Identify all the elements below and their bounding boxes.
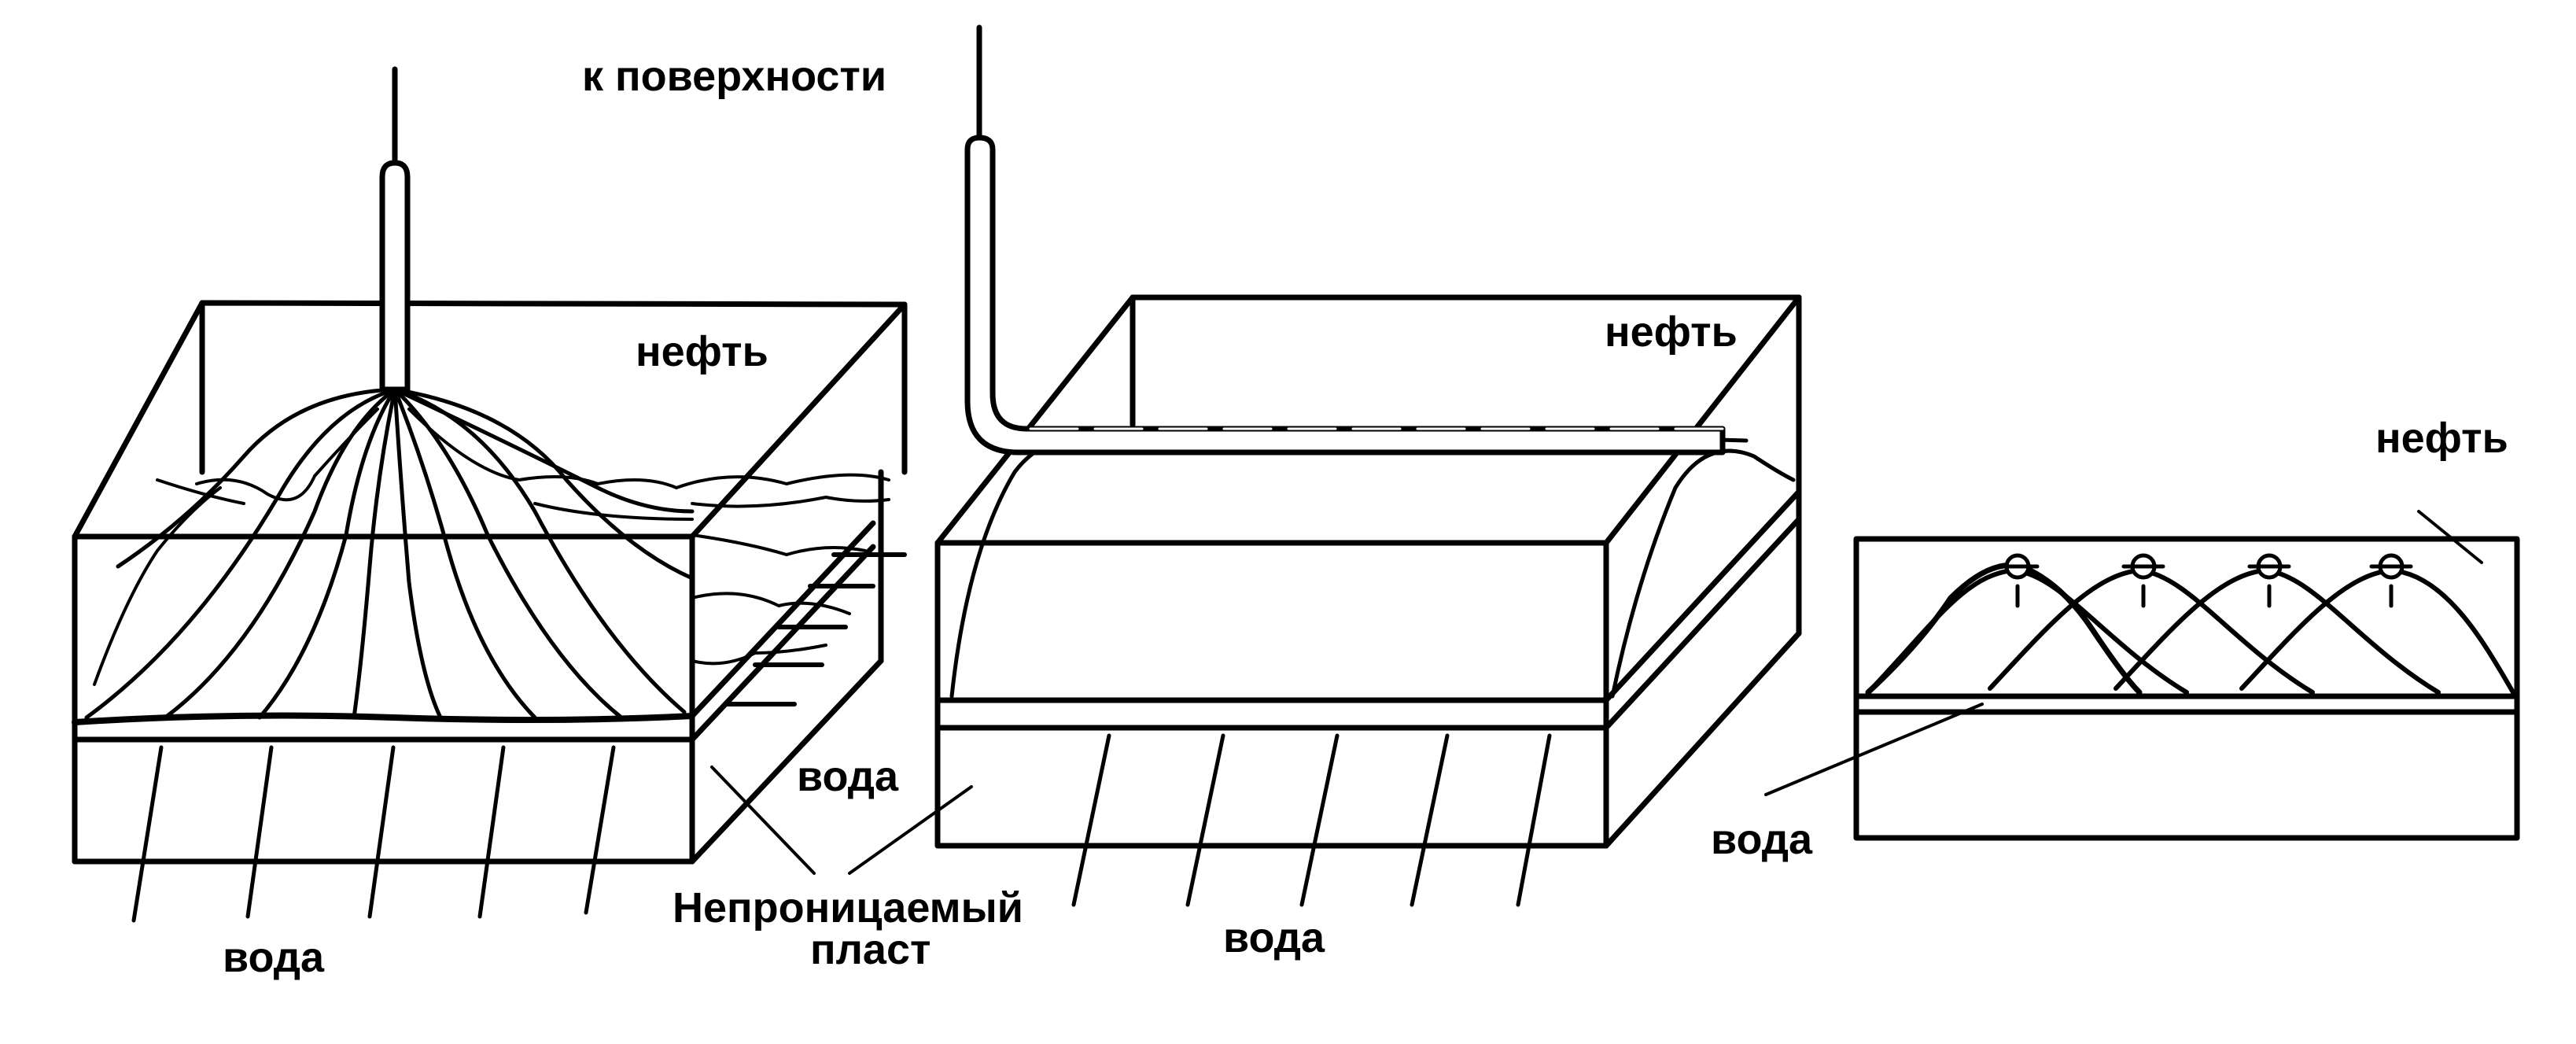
panel1-right-stubs — [725, 552, 907, 706]
panel2-box — [934, 294, 1802, 849]
panel2-water-lines — [1071, 733, 1552, 907]
panel1-water-lines — [131, 745, 616, 923]
panel3-wells — [1996, 553, 2413, 608]
label-water-panel1-bottom: вода — [223, 934, 325, 981]
label-impermeable-layer-line2: пласт — [810, 926, 931, 973]
label-oil-panel1: нефть — [636, 328, 768, 375]
label-oil-panel2: нефть — [1605, 308, 1738, 356]
panel1-streamlines — [84, 387, 695, 720]
label-water-panel3: вода — [1711, 816, 1813, 863]
label-oil-panel3: нефть — [2375, 415, 2508, 462]
label-water-panel2: вода — [1223, 914, 1325, 961]
panel2-water-crest — [949, 431, 1796, 699]
panel1-interface — [93, 408, 890, 686]
panel3-cone-curves — [1870, 568, 2515, 695]
panel-multiple-wells — [1853, 536, 2520, 841]
panel-horizontal-well — [934, 24, 1802, 907]
label-to-surface: к поверхности — [582, 53, 886, 100]
panel1-well-pipe — [379, 66, 411, 393]
panel1-box — [72, 300, 908, 865]
panel3-box — [1853, 536, 2520, 841]
panel2-pipe — [964, 24, 1726, 456]
label-impermeable-layer-line1: Непроницаемый — [673, 884, 1023, 931]
label-water-panel1-right: вода — [797, 753, 899, 800]
leader-lines — [710, 510, 2483, 875]
panel-vertical-well — [72, 66, 908, 923]
